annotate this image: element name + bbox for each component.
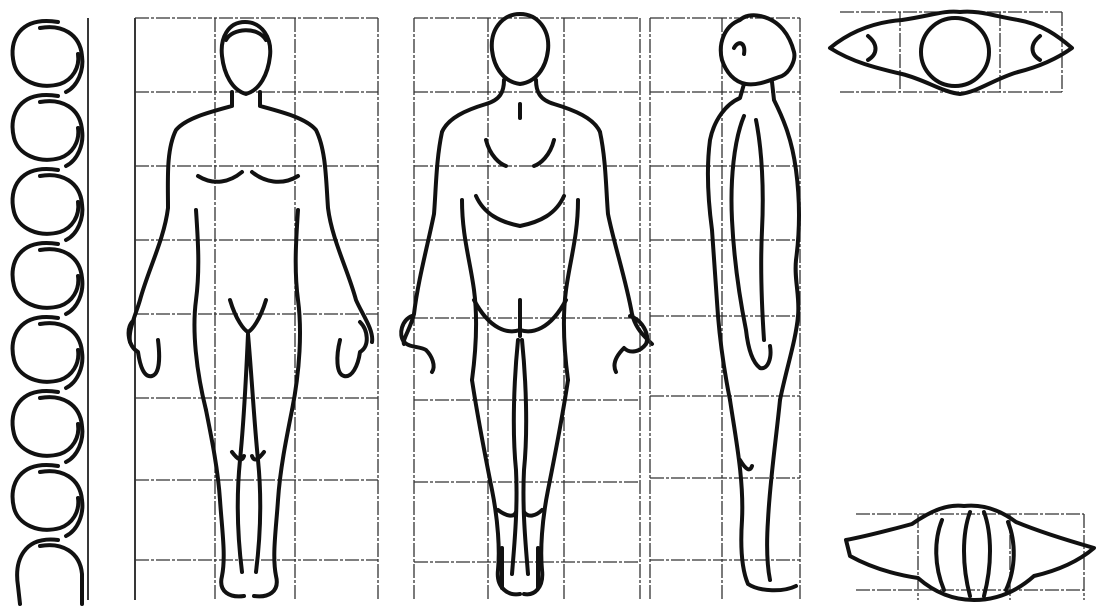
head-unit-markers [13,21,83,604]
head-unit-scale [13,18,135,604]
side-view [650,15,800,600]
bottom-view-outline [846,506,1094,600]
top-view-head-shoulders [830,12,1072,94]
back-left-hand [401,316,433,372]
back-view [401,14,652,600]
back-right-hand [614,316,647,372]
side-head [721,15,795,84]
back-head [492,14,548,84]
back-legs [472,340,568,594]
front-legs [206,334,292,596]
bottom-view-feet [846,506,1094,600]
front-torso [130,92,373,342]
front-view [129,18,378,600]
back-figure-outline [401,14,652,594]
front-right-hand [337,322,366,376]
front-figure-outline [129,22,373,596]
front-head [222,22,271,94]
side-legs [730,400,796,590]
front-left-hand [129,322,159,376]
head-unit-8 [17,540,58,604]
top-view-outline [830,12,1072,94]
